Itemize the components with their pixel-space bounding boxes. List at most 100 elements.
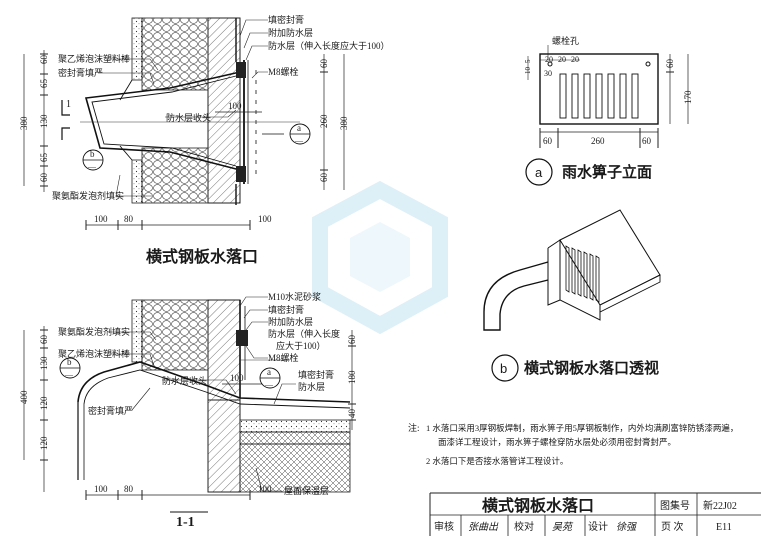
note-1-line1: 1 水落口采用3厚钢板焊制，雨水箅子用5厚钢板制作，内外均满刷富锌防锈漆两遍， xyxy=(426,423,738,433)
dim-top-bottom-2: 80 xyxy=(124,214,134,224)
title-b-letter: b xyxy=(500,361,507,376)
label-m8-bolt-b: M8螺栓 xyxy=(268,352,299,363)
dim-top-mid: 100 xyxy=(228,101,242,111)
label-waterproof-extend-b1: 防水层（伸入长度 xyxy=(268,328,340,339)
title-block-title: 横式钢板水落口 xyxy=(482,496,594,515)
dim-bot-left-2: 130 xyxy=(39,356,49,370)
dim-grate-right-1: 60 xyxy=(665,59,675,69)
dim-bot-bottom-1: 100 xyxy=(94,484,108,494)
top-section-drawing xyxy=(23,17,345,230)
grate-slot xyxy=(559,73,567,119)
label-pe-rod-b: 聚乙烯泡沫塑料棒 xyxy=(58,348,130,359)
dim-grate-top-3: 20 xyxy=(571,55,579,64)
dim-bot-left-total: 400 xyxy=(19,390,29,404)
dim-bot-left-1: 60 xyxy=(39,335,49,345)
perspective-slot xyxy=(595,255,600,303)
dim-bot-left-3: 120 xyxy=(39,396,49,410)
title-b-text: 横式钢板水落口透视 xyxy=(524,359,659,377)
callout-b-letter: b xyxy=(90,149,95,159)
dim-grate-left-1: 5 xyxy=(524,59,532,63)
label-sealant-fill: 密封膏填严 xyxy=(58,67,103,78)
label-sealant-top-b: 填密封膏 xyxy=(268,304,304,315)
label-waterproof-end: 防水层收头 xyxy=(166,112,211,123)
dim-grate-bottom-2: 260 xyxy=(591,136,605,146)
dim-grate-bottom-3: 60 xyxy=(642,136,652,146)
review-signature: 张曲出 xyxy=(468,521,499,533)
title-a-letter: a xyxy=(535,165,543,180)
dim-top-left-total: 380 xyxy=(19,116,29,130)
label-bolt-hole: 螺栓孔 xyxy=(552,35,579,46)
callout-b-dash-b: — xyxy=(64,370,74,379)
dim-top-bottom-3: 100 xyxy=(258,214,272,224)
perspective-slot xyxy=(571,247,576,295)
perspective-slot xyxy=(589,253,594,301)
note-1-line2: 面漆详工程设计，雨水箅子螺栓穿防水层处必须用密封膏封严。 xyxy=(438,437,676,447)
dim-top-right-total: 380 xyxy=(339,116,349,130)
note-2: 2 水落口下是否接水落管详工程设计。 xyxy=(426,456,568,466)
label-waterproof-extend: 防水层（伸入长度应大于100） xyxy=(268,40,390,51)
dim-top-right-2: 260 xyxy=(319,114,329,128)
label-sealant-top: 填密封膏 xyxy=(268,14,304,25)
section-1-1-drawing xyxy=(23,296,356,513)
check-label: 校对 xyxy=(514,520,534,533)
label-sealant-fill-b: 密封膏填严 xyxy=(88,405,133,416)
label-waterproof-right: 防水层 xyxy=(298,381,325,392)
design-signature: 徐强 xyxy=(616,521,637,533)
section-title: 1-1 xyxy=(176,515,195,530)
callout-b-letter-b: b xyxy=(67,357,72,367)
label-waterproof-extend-b2: 应大于100） xyxy=(276,340,326,351)
callout-a-letter-b: a xyxy=(267,367,271,377)
dim-top-left-5: 60 xyxy=(39,173,49,183)
dim-grate-top-1: 20 xyxy=(545,55,553,64)
review-label: 审核 xyxy=(434,520,454,533)
title-block-lines xyxy=(429,492,761,536)
atlas-label: 图集号 xyxy=(660,499,690,512)
check-signature: 吴苑 xyxy=(552,521,574,533)
page-label: 页 次 xyxy=(661,520,684,533)
dim-bot-right-1: 60 xyxy=(347,335,357,345)
notes-prefix: 注: xyxy=(408,422,420,433)
watermark-logo xyxy=(312,180,448,335)
dim-top-left-1: 60 xyxy=(39,55,49,65)
dim-bot-mid: 100 xyxy=(230,373,244,383)
perspective-slot xyxy=(565,245,570,293)
label-add-waterproof-b: 附加防水层 xyxy=(268,316,313,327)
dim-grate-bottom-1: 60 xyxy=(543,136,553,146)
dim-bot-left-4: 120 xyxy=(39,436,49,450)
dim-grate-top-2: 20 xyxy=(558,55,566,64)
dim-top-left-4: 65 xyxy=(39,153,49,163)
callout-a-dash-b: — xyxy=(264,380,274,389)
dim-grate-right-2: 170 xyxy=(683,90,693,104)
dim-top-bottom-1: 100 xyxy=(94,214,108,224)
dim-grate-left-2: 10 xyxy=(524,67,532,75)
dim-bot-bottom-3: 100 xyxy=(258,484,272,494)
atlas-number: 新22J02 xyxy=(703,499,737,512)
callout-b-dash: — xyxy=(87,162,97,171)
perspective-slot xyxy=(577,249,582,297)
grate-elevation-drawing xyxy=(525,45,689,186)
dim-top-right-3: 60 xyxy=(319,173,329,183)
label-pe-rod: 聚乙烯泡沫塑料棒 xyxy=(58,53,130,64)
label-roof-insulation: 屋面保温层 xyxy=(284,485,329,496)
page-number: E11 xyxy=(716,522,732,533)
dim-bot-bottom-2: 80 xyxy=(124,484,134,494)
grate-slot xyxy=(619,73,627,119)
label-waterproof-end-b: 防水层收头 xyxy=(162,375,207,386)
label-m10-mortar: M10水泥砂浆 xyxy=(268,291,321,302)
label-sealant-right: 填密封膏 xyxy=(298,369,334,380)
grate-slot xyxy=(607,73,615,119)
label-m8-bolt: M8螺栓 xyxy=(268,66,299,77)
dim-bot-right-3: 40 xyxy=(347,409,357,419)
dim-top-left-3: 130 xyxy=(39,114,49,128)
perspective-slot xyxy=(583,251,588,299)
grate-slot xyxy=(583,73,591,119)
grate-slot xyxy=(595,73,603,119)
dim-top-right-1: 60 xyxy=(319,59,329,69)
label-pu-foam-b: 聚氨酯发泡剂填实 xyxy=(58,326,130,337)
label-add-waterproof: 附加防水层 xyxy=(268,27,313,38)
design-label: 设计 xyxy=(588,520,608,533)
top-drawing-title: 横式钢板水落口 xyxy=(146,247,258,266)
dim-bot-right-2: 180 xyxy=(347,370,357,384)
title-a-text: 雨水箅子立面 xyxy=(562,163,652,181)
